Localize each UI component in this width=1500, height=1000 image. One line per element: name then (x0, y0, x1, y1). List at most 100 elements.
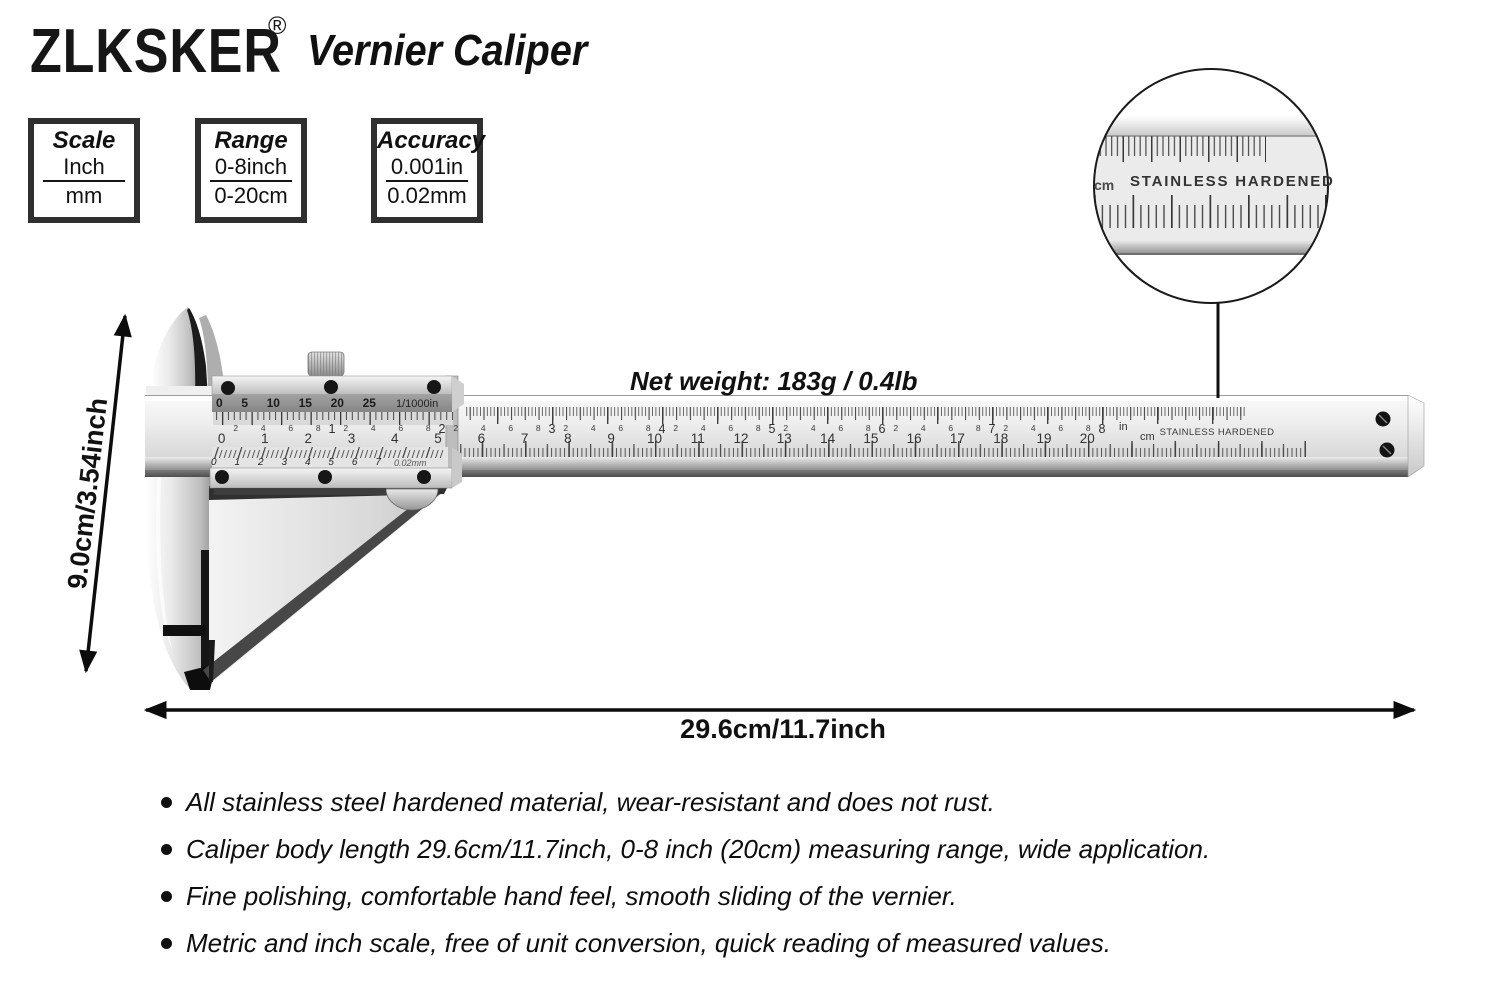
scale-number: 14 (820, 431, 836, 446)
scale-number: 6 (878, 422, 886, 436)
feature-list: All stainless steel hardened material, w… (161, 787, 1210, 975)
scale-number: 1 (234, 457, 241, 468)
spec-box-divider (386, 180, 468, 182)
scale-number: 7 (520, 431, 529, 446)
feature-text: Caliper body length 29.6cm/11.7inch, 0-8… (186, 834, 1211, 864)
scale-number: 17 (949, 431, 965, 446)
scale-number: 2 (783, 423, 789, 433)
scale-number: 20 (1079, 431, 1095, 446)
scale-number: 6 (838, 423, 844, 433)
scale-number: 4 (304, 457, 311, 468)
scale-number: 8 (975, 423, 981, 433)
vernier-mm-unit-label: 0.02mm (394, 458, 427, 468)
net-weight-label: Net weight: 183g / 0.4lb (630, 366, 918, 396)
brand-logo: ZLKSKER (30, 17, 282, 86)
feature-text: Fine polishing, comfortable hand feel, s… (186, 881, 957, 911)
length-dimension-label: 29.6cm/11.7inch (680, 714, 886, 744)
beam-engraving-text: STAINLESS HARDENED (1159, 427, 1275, 438)
scale-number: 1 (261, 431, 269, 446)
scale-number: 3 (347, 431, 356, 446)
scale-number: 11 (690, 431, 705, 446)
scale-number: 5 (434, 431, 442, 446)
movable-jaw (203, 486, 450, 682)
feature-item: Caliper body length 29.6cm/11.7inch, 0-8… (161, 834, 1210, 864)
scale-number: 4 (590, 423, 596, 433)
bullet-icon (161, 797, 172, 808)
scale-number: 8 (315, 423, 321, 433)
scale-number: 20 (330, 396, 344, 410)
scale-number: 12 (733, 431, 749, 446)
spec-box-top-value: 0.001in (390, 154, 464, 179)
magnifier-circle (1093, 68, 1329, 304)
registered-trademark-icon: ® (268, 12, 287, 40)
slider-screw-icon (427, 380, 441, 394)
magnifier-engraving-text: STAINLESS HARDENED (1130, 173, 1335, 190)
beam-cm-unit-label: cm (1140, 431, 1155, 443)
scale-number: 16 (906, 431, 922, 446)
scale-number: 9 (607, 431, 615, 446)
spec-box-bottom-value: 0-20cm (214, 183, 288, 208)
height-dimension-arrow (79, 313, 132, 674)
scale-number: 4 (700, 423, 706, 433)
scale-number: 2 (438, 422, 446, 436)
spec-box-title: Scale (52, 127, 116, 154)
vernier-inch-unit-label: 1/1000in (396, 398, 439, 410)
scale-number: 2 (343, 423, 349, 433)
slider-screw-icon (221, 381, 235, 395)
scale-number: 2 (893, 423, 899, 433)
scale-number: 6 (618, 423, 624, 433)
scale-number: 2 (673, 423, 679, 433)
scale-number: 4 (810, 423, 816, 433)
scale-number: 10 (646, 431, 662, 446)
scale-number: 3 (548, 422, 556, 436)
scale-number: 6 (1058, 423, 1064, 433)
scale-number: 13 (776, 431, 792, 446)
scale-number: 6 (398, 423, 404, 433)
scale-number: 10 (266, 396, 280, 410)
bullet-icon (161, 938, 172, 949)
spec-box-divider (210, 180, 292, 182)
spec-box-bottom-value: 0.02mm (387, 183, 467, 208)
scale-number: 18 (993, 431, 1009, 446)
slider-screw-icon (318, 470, 332, 484)
scale-number: 8 (425, 423, 431, 433)
spec-box-title: Range (214, 127, 288, 154)
feature-item: Metric and inch scale, free of unit conv… (161, 928, 1210, 958)
slider-screw-icon (417, 470, 431, 484)
scale-number: 6 (948, 423, 954, 433)
scale-number: 0 (217, 431, 226, 446)
beam-inch-unit-label: in (1119, 421, 1128, 433)
scale-number: 7 (375, 457, 381, 468)
scale-number: 8 (535, 423, 541, 433)
scale-number: 15 (863, 431, 879, 446)
spec-box-top-value: Inch (63, 154, 105, 179)
scale-number: 4 (1030, 423, 1036, 433)
slider-screw-icon (324, 380, 338, 394)
scale-number: 3 (281, 457, 288, 468)
scale-number: 2 (304, 431, 312, 446)
scale-number: 7 (988, 422, 996, 436)
spec-boxes: Scale Inch mm Range 0-8inch 0-20cm Accur… (28, 118, 486, 223)
spec-box-divider (43, 180, 125, 182)
scale-number: 4 (920, 423, 926, 433)
scale-number: 5 (241, 396, 248, 410)
scale-number: 8 (755, 423, 761, 433)
scale-number: 0 (211, 457, 217, 468)
scale-number: 2 (233, 423, 239, 433)
feature-text: All stainless steel hardened material, w… (186, 787, 995, 817)
spec-box-title: Accuracy (377, 127, 486, 154)
page-title: Vernier Caliper (307, 26, 588, 75)
magnifier-cm-label: cm (1094, 177, 1115, 193)
thumb-rest (385, 488, 439, 511)
scale-number: 25 (362, 396, 376, 410)
scale-number: 6 (288, 423, 294, 433)
scale-number: 4 (480, 423, 486, 433)
scale-number: 2 (1003, 423, 1009, 433)
scale-number: 5 (768, 422, 776, 436)
scale-number: 6 (728, 423, 734, 433)
